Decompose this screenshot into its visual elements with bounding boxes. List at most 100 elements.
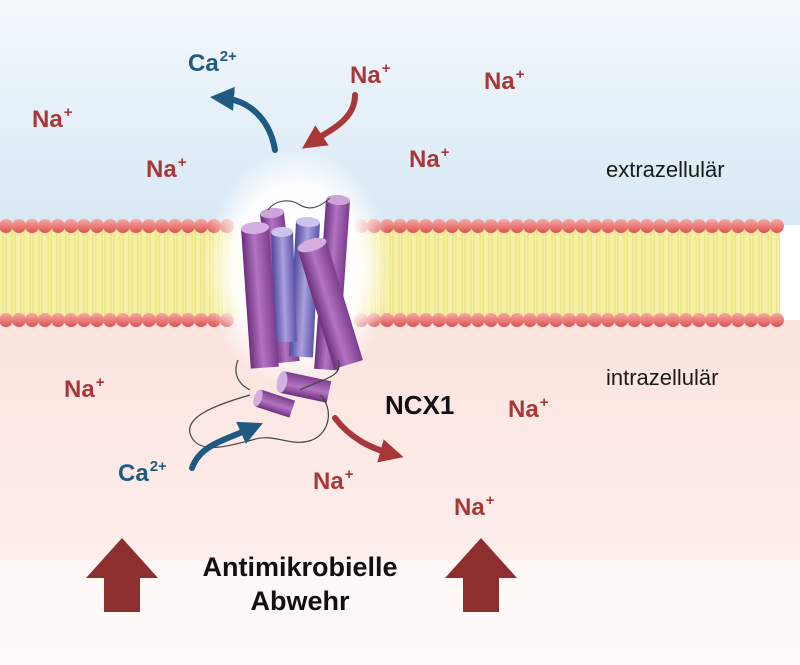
lipid-head [614, 313, 628, 327]
sodium-ion-label: Na+ [409, 144, 450, 173]
lipid-head [549, 219, 563, 233]
calcium-efflux-arrow [210, 86, 278, 153]
lipid-head [393, 313, 407, 327]
sodium-ion-label: Na+ [454, 492, 495, 521]
sodium-ion-label: Na+ [32, 104, 73, 133]
lipid-head [692, 219, 706, 233]
lipid-head [718, 313, 732, 327]
lipid-head [640, 219, 654, 233]
calcium-ion-label-top: Ca2+ [188, 48, 237, 77]
lipid-head [432, 219, 446, 233]
lipid-head [406, 219, 420, 233]
lipid-head [129, 219, 143, 233]
lipid-head [116, 219, 130, 233]
lipid-head [194, 313, 208, 327]
up-arrow-right [445, 538, 517, 612]
lipid-head [419, 219, 433, 233]
lipid-head [666, 313, 680, 327]
lipid-head [744, 313, 758, 327]
intracellular-label: intrazellulär [606, 365, 719, 390]
lipid-head [181, 219, 195, 233]
lipid-head [731, 313, 745, 327]
lipid-head [51, 313, 65, 327]
lipid-head [601, 219, 615, 233]
sodium-ion-label: Na+ [508, 394, 549, 423]
antimicrobial-defense-label: Antimikrobielle Abwehr [150, 550, 450, 618]
lipid-head [627, 219, 641, 233]
sodium-ion-label: Na+ [484, 66, 525, 95]
lipid-head [523, 219, 537, 233]
lipid-head [142, 219, 156, 233]
lipid-head [419, 313, 433, 327]
lipid-head [458, 219, 472, 233]
lipid-head [588, 313, 602, 327]
lipid-head [25, 313, 39, 327]
lipid-bilayer-left [0, 226, 240, 320]
lipid-head [549, 313, 563, 327]
lipid-head [614, 219, 628, 233]
lipid-head [497, 313, 511, 327]
defense-line-2: Abwehr [250, 586, 350, 616]
extracellular-label: extrazellulär [606, 157, 725, 182]
lipid-head [744, 219, 758, 233]
lipid-head [601, 313, 615, 327]
lipid-head [536, 313, 550, 327]
lipid-head [718, 219, 732, 233]
protein-name-label: NCX1 [385, 390, 455, 420]
sodium-ion-label: Na+ [350, 60, 391, 89]
lipid-head [77, 313, 91, 327]
lipid-head [103, 313, 117, 327]
lipid-head [757, 219, 771, 233]
lipid-head [458, 313, 472, 327]
lipid-head [471, 313, 485, 327]
sodium-ion-label: Na+ [146, 154, 187, 183]
lipid-head [770, 313, 784, 327]
lipid-head [445, 219, 459, 233]
lipid-head [679, 219, 693, 233]
lipid-head [0, 313, 13, 327]
extracellular-background [0, 0, 800, 225]
lipid-head [38, 219, 52, 233]
lipid-head [562, 219, 576, 233]
lipid-head [536, 219, 550, 233]
up-arrow-left [86, 538, 158, 612]
lipid-head [588, 219, 602, 233]
lipid-head [51, 219, 65, 233]
lipid-head [142, 313, 156, 327]
lipid-head [181, 313, 195, 327]
defense-line-1: Antimikrobielle [202, 552, 398, 582]
lipid-head [0, 219, 13, 233]
lipid-head [705, 313, 719, 327]
lipid-head [406, 313, 420, 327]
lipid-head [155, 313, 169, 327]
lipid-head [666, 219, 680, 233]
lipid-head [194, 219, 208, 233]
lipid-head [770, 219, 784, 233]
lipid-head [64, 313, 78, 327]
sodium-ion-label: Na+ [313, 466, 354, 495]
lipid-head [575, 219, 589, 233]
sodium-ion-label: Na+ [64, 374, 105, 403]
lipid-head [731, 219, 745, 233]
lipid-head [497, 219, 511, 233]
lipid-head [103, 219, 117, 233]
lipid-head [471, 219, 485, 233]
sodium-influx-arrow [302, 92, 358, 149]
ncx1-protein [189, 194, 363, 449]
lipid-head [510, 219, 524, 233]
lipid-head [168, 313, 182, 327]
lipid-head [116, 313, 130, 327]
lipid-head [432, 313, 446, 327]
lipid-head [155, 219, 169, 233]
lipid-head [168, 219, 182, 233]
lipid-head [640, 313, 654, 327]
lipid-head [77, 219, 91, 233]
lipid-head [38, 313, 52, 327]
lipid-head [653, 313, 667, 327]
lipid-head [393, 219, 407, 233]
lipid-head [523, 313, 537, 327]
lipid-head [129, 313, 143, 327]
lipid-head [679, 313, 693, 327]
